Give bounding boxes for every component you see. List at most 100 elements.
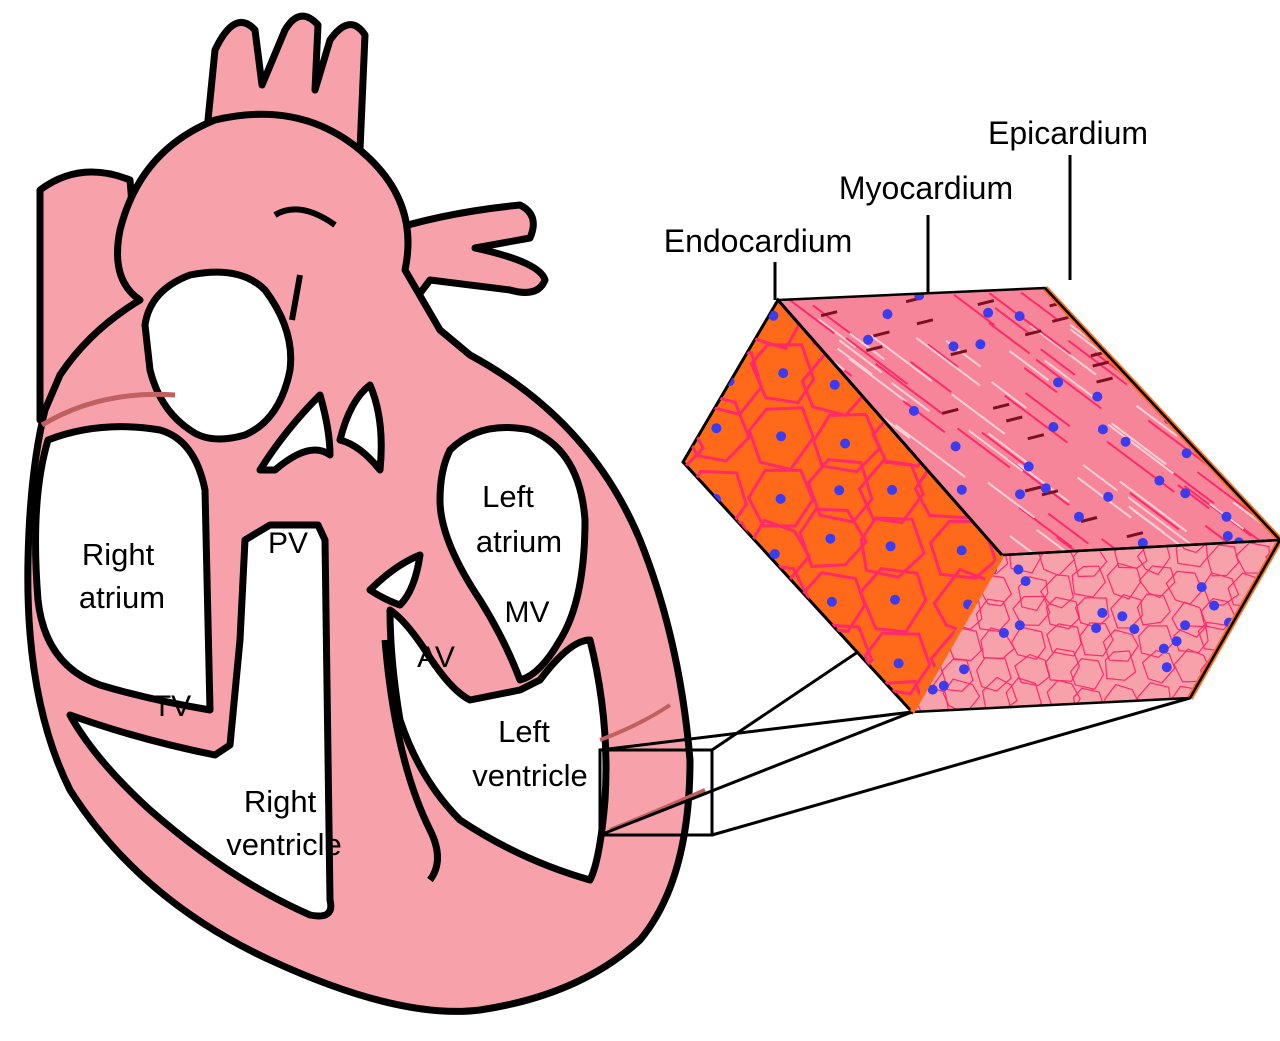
fibre-nucleus — [983, 308, 993, 318]
bottom-nucleus — [939, 681, 949, 691]
bottom-cell — [1270, 603, 1280, 634]
label-tricuspid-valve: TV — [153, 690, 191, 723]
cell-nucleus — [719, 642, 729, 652]
cell-nucleus — [827, 274, 837, 284]
fibre-nucleus — [1225, 297, 1235, 307]
cell-nucleus — [957, 545, 967, 555]
fibre-nucleus — [1121, 437, 1131, 447]
label-right-atrium-2: atrium — [79, 580, 165, 615]
cell-nucleus — [834, 485, 844, 495]
muscle-fibre — [1113, 291, 1162, 328]
endocardium-cell — [622, 451, 689, 513]
muscle-fibre — [1145, 319, 1206, 365]
muscle-fibre — [1177, 294, 1238, 340]
muscle-fibre — [1270, 460, 1280, 497]
bottom-cell — [1231, 687, 1265, 717]
muscle-fibre — [1266, 366, 1280, 392]
cell-nucleus — [960, 258, 970, 268]
bottom-nucleus — [1180, 620, 1190, 630]
cell-nucleus — [776, 494, 786, 504]
muscle-fibre — [1234, 342, 1280, 393]
fibre-nucleus — [1079, 303, 1089, 313]
cell-nucleus — [887, 485, 897, 495]
cell-nucleus — [663, 439, 673, 449]
fibre-nucleus — [975, 339, 985, 349]
fibre-nucleus — [909, 406, 919, 416]
cell-nucleus — [717, 542, 727, 552]
bottom-nucleus — [1097, 608, 1107, 618]
muscle-fibre — [1270, 387, 1280, 431]
fibre-nucleus — [1098, 424, 1108, 434]
label-left-ventricle-2: ventricle — [472, 758, 587, 793]
cell-nucleus — [886, 541, 896, 551]
cell-nucleus — [721, 600, 731, 610]
muscle-fibre — [1273, 378, 1280, 428]
endocardium-cell — [697, 575, 760, 637]
label-myocardium: Myocardium — [839, 170, 1013, 206]
bottom-cell — [1267, 680, 1280, 714]
endocardium-cell — [690, 619, 754, 678]
cell-nucleus — [840, 439, 850, 449]
cell-nucleus — [715, 260, 725, 270]
muscle-fibre — [1261, 318, 1280, 355]
cell-nucleus — [832, 648, 842, 658]
cell-nucleus — [834, 701, 844, 711]
muscle-fibre — [1138, 312, 1170, 336]
bottom-cell — [1234, 632, 1265, 666]
fibre-nucleus — [1015, 311, 1025, 321]
label-aortic-valve: AV — [417, 641, 455, 674]
fibre-nucleus — [1148, 378, 1158, 388]
fibre-nucleus — [1015, 489, 1025, 499]
muscle-fibre — [1247, 291, 1280, 326]
endocardium-cell — [856, 238, 924, 299]
fibre-nucleus — [1074, 512, 1084, 522]
muscle-fibre — [1225, 413, 1270, 446]
cell-nucleus — [886, 263, 896, 273]
endocardium-cell — [932, 234, 999, 297]
muscle-fibre — [1264, 454, 1280, 491]
bottom-nucleus — [1159, 644, 1169, 654]
fibre-nucleus — [883, 309, 893, 319]
fibre-nucleus — [863, 335, 873, 345]
muscle-fibre — [1271, 412, 1280, 435]
fibre-nucleus — [1103, 492, 1113, 502]
fibre-nucleus — [957, 485, 967, 495]
cell-nucleus — [722, 701, 732, 711]
bottom-nucleus — [1209, 601, 1219, 611]
cell-nucleus — [654, 384, 664, 394]
label-right-ventricle-2: ventricle — [226, 827, 341, 862]
endocardium-cell — [750, 682, 815, 743]
cell-nucleus — [664, 585, 674, 595]
muscle-fibre — [1166, 370, 1220, 410]
endocardium-cell — [695, 676, 759, 736]
cell-nucleus — [711, 423, 721, 433]
intercalated-disc — [1070, 305, 1086, 309]
intercalated-disc — [1247, 375, 1263, 379]
intercalated-disc — [1226, 311, 1242, 315]
fibre-nucleus — [1157, 328, 1167, 338]
cell-nucleus — [778, 368, 788, 378]
fibre-nucleus — [1205, 395, 1215, 405]
bottom-nucleus — [1172, 636, 1182, 646]
heart — [28, 16, 705, 1011]
label-right-atrium-1: Right — [82, 537, 155, 572]
label-mitral-valve: MV — [505, 596, 550, 629]
cell-nucleus — [655, 266, 665, 276]
label-left-ventricle-1: Left — [498, 714, 550, 749]
label-left-atrium-2: atrium — [476, 524, 562, 559]
intercalated-disc — [1242, 418, 1258, 422]
fibre-nucleus — [914, 290, 924, 300]
bottom-nucleus — [1236, 640, 1246, 650]
tissue-block — [621, 234, 1280, 742]
fibre-nucleus — [1182, 448, 1192, 458]
muscle-fibre — [1261, 409, 1280, 461]
fibre-nucleus — [951, 441, 961, 451]
fibre-nucleus — [1154, 476, 1164, 486]
label-left-atrium-1: Left — [482, 479, 534, 514]
endocardium-cell — [807, 678, 873, 734]
bottom-nucleus — [1117, 611, 1127, 621]
endocardium-cell — [750, 626, 813, 684]
bottom-nucleus — [1015, 620, 1025, 630]
fibre-nucleus — [1222, 512, 1232, 522]
label-endocardium: Endocardium — [664, 223, 853, 259]
